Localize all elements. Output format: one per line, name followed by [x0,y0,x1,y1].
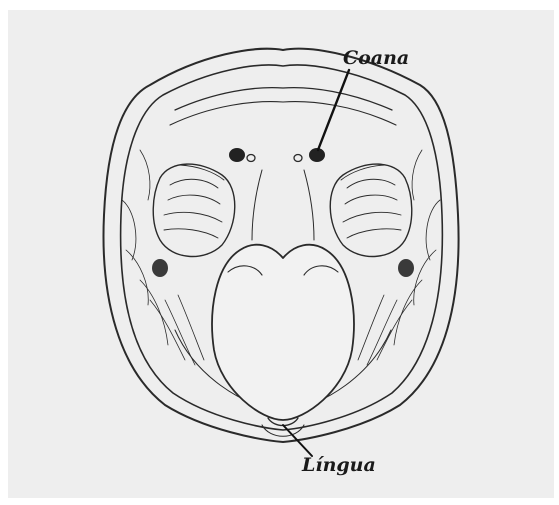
choanae [229,148,325,162]
tongue-leader-line [283,425,312,456]
label-choana: Coana [343,47,409,69]
palate-band [175,88,392,110]
left-choana [229,148,245,162]
choana-leader-line [318,70,349,150]
label-tongue: Língua [302,454,376,476]
right-palatal-fold [330,164,412,256]
left-palatal-fold [153,164,235,256]
